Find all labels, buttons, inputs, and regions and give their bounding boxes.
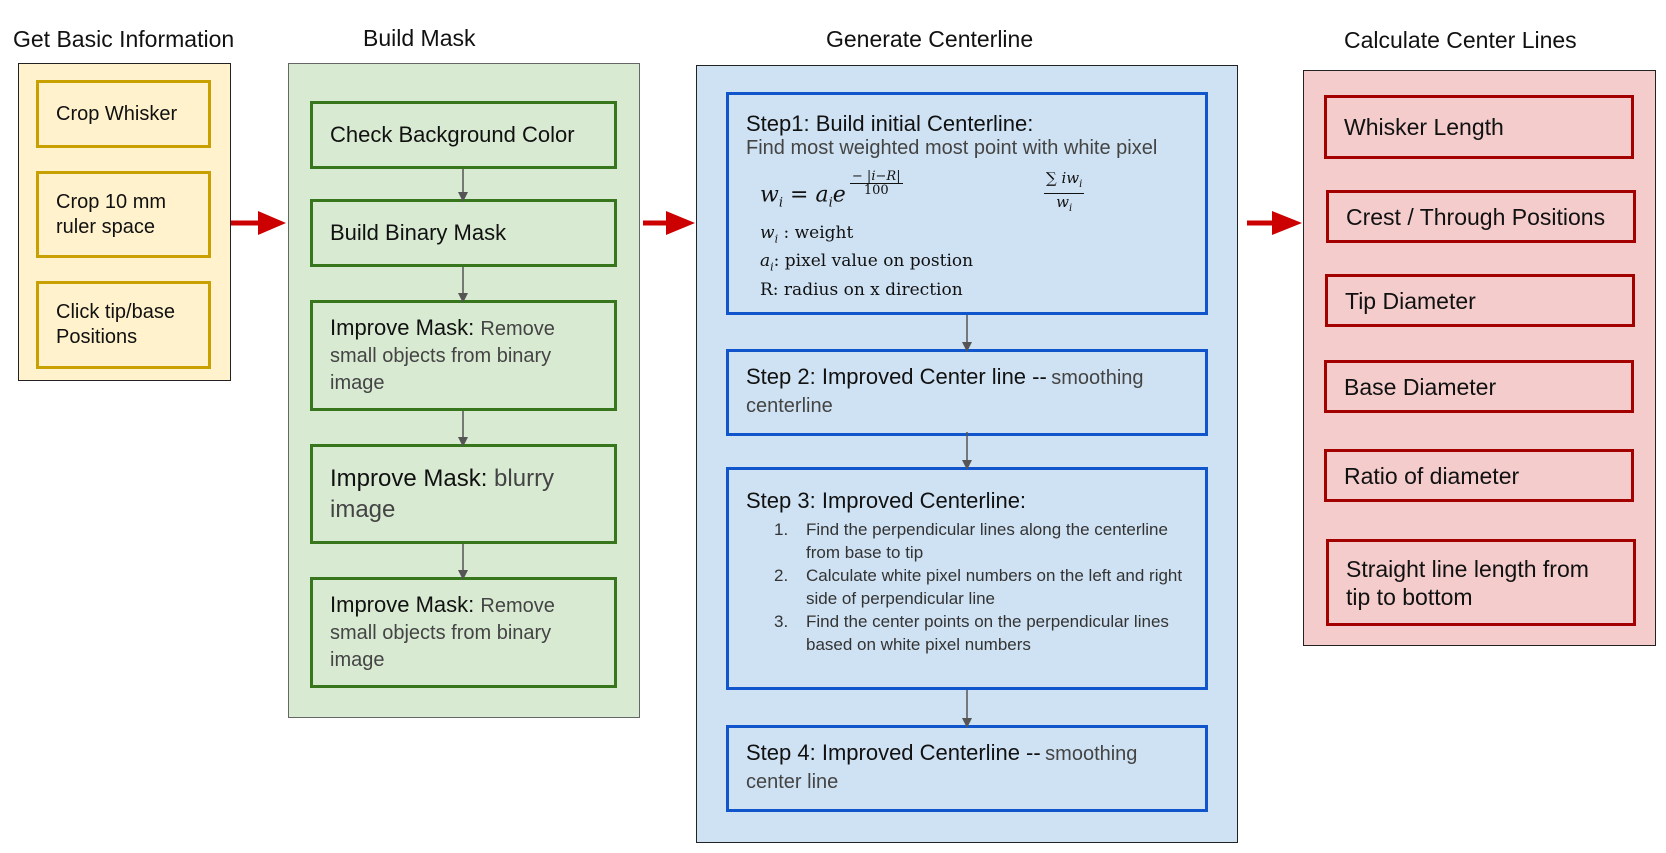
straight-length-box: Straight line length from tip to bottom	[1326, 539, 1636, 626]
improve-mask-1-head: Improve Mask:	[330, 315, 475, 340]
arrow-centerline-to-calc	[1247, 211, 1302, 235]
improve-mask-3-head: Improve Mask:	[330, 592, 475, 617]
ratio-diameter-label: Ratio of diameter	[1344, 462, 1520, 489]
step3-item-text: Find the perpendicular lines along the c…	[806, 520, 1168, 562]
whisker-length-label: Whisker Length	[1344, 114, 1504, 140]
crest-through-label: Crest / Through Positions	[1346, 203, 1606, 230]
base-diameter-label: Base Diameter	[1344, 373, 1497, 400]
step1-box: Step1: Build initial Centerline: Find mo…	[726, 92, 1208, 315]
step3-item: 1. Find the perpendicular lines along the…	[746, 518, 1188, 564]
tip-diameter-label: Tip Diameter	[1345, 287, 1476, 314]
step3-box: Step 3: Improved Centerline: 1. Find the …	[726, 467, 1208, 690]
centroid-formula: ∑ iwi wi	[1044, 169, 1085, 214]
crest-through-box: Crest / Through Positions	[1326, 190, 1636, 243]
legend-weight: wi : weight	[760, 223, 854, 246]
step3-item-number: 2.	[774, 566, 789, 585]
base-diameter-box: Base Diameter	[1324, 360, 1634, 413]
step2-subtext: smoothing centerline	[746, 367, 1144, 417]
step4-box: Step 4: Improved Centerline -- smoothing…	[726, 725, 1208, 812]
ratio-diameter-box: Ratio of diameter	[1324, 449, 1634, 502]
crop-ruler-box: Crop 10 mm ruler space	[36, 171, 211, 258]
step3-item-number: 3.	[774, 612, 789, 631]
step3-item-text: Calculate white pixel numbers on the lef…	[806, 566, 1183, 608]
crop-whisker-label: Crop Whisker	[56, 102, 178, 125]
step1-heading: Step1: Build initial Centerline:	[746, 111, 1034, 136]
check-background-box: Check Background Color	[310, 101, 617, 169]
step1-legend: wi : weight ai: pixel value on postion R…	[760, 222, 1188, 301]
check-background-label: Check Background Color	[330, 122, 575, 147]
tip-diameter-box: Tip Diameter	[1325, 274, 1635, 327]
column-title-basic-info: Get Basic Information	[13, 26, 235, 52]
step3-item-text: Find the center points on the perpendicu…	[806, 612, 1169, 654]
step4-subtext: smoothing center line	[746, 743, 1138, 793]
step1-formulas: wi = aie − |i−R| 100 ∑ iwi wi	[746, 166, 1188, 218]
step3-item-number: 1.	[774, 520, 789, 539]
step1-subtext: Find most weighted most point with white…	[746, 137, 1158, 159]
arrow-basic-to-mask	[231, 211, 286, 235]
improve-mask-2-sub: blurry image	[330, 465, 555, 523]
step3-item: 2. Calculate white pixel numbers on the l…	[746, 564, 1188, 610]
crop-whisker-box: Crop Whisker	[36, 80, 211, 148]
step3-list: 1. Find the perpendicular lines along the…	[746, 518, 1188, 656]
binary-mask-box: Build Binary Mask	[310, 199, 617, 267]
click-tip-base-label: Click tip/base Positions	[56, 301, 175, 348]
improve-mask-1-sub: Remove small objects from binary image	[330, 318, 555, 394]
arrow-mask-to-centerline	[643, 211, 695, 235]
step3-heading: Step 3: Improved Centerline:	[746, 488, 1027, 513]
legend-radius: R: radius on x direction	[760, 279, 963, 300]
column-title-generate-centerline: Generate Centerline	[826, 26, 1034, 52]
step2-heading: Step 2: Improved Center line --	[746, 364, 1047, 389]
crop-ruler-label: Crop 10 mm ruler space	[56, 190, 167, 238]
step2-box: Step 2: Improved Center line -- smoothin…	[726, 349, 1208, 436]
step3-item: 3. Find the center points on the perpendi…	[746, 610, 1188, 656]
click-tip-base-box: Click tip/base Positions	[36, 281, 211, 369]
legend-pixel-value: ai: pixel value on postion	[760, 251, 974, 274]
step4-heading: Step 4: Improved Centerline --	[746, 740, 1041, 765]
column-title-build-mask: Build Mask	[363, 25, 476, 51]
weight-formula: wi = aie − |i−R| 100	[760, 169, 903, 211]
improve-mask-3-sub: Remove small objects from binary image	[330, 595, 555, 671]
straight-length-label: Straight line length from tip to bottom	[1346, 555, 1589, 610]
whisker-length-box: Whisker Length	[1324, 95, 1634, 159]
binary-mask-label: Build Binary Mask	[330, 220, 507, 245]
improve-mask-box-3: Improve Mask: Remove small objects from …	[310, 577, 617, 688]
column-title-calculate-center-lines: Calculate Center Lines	[1344, 27, 1577, 53]
improve-mask-2-head: Improve Mask:	[330, 465, 488, 492]
